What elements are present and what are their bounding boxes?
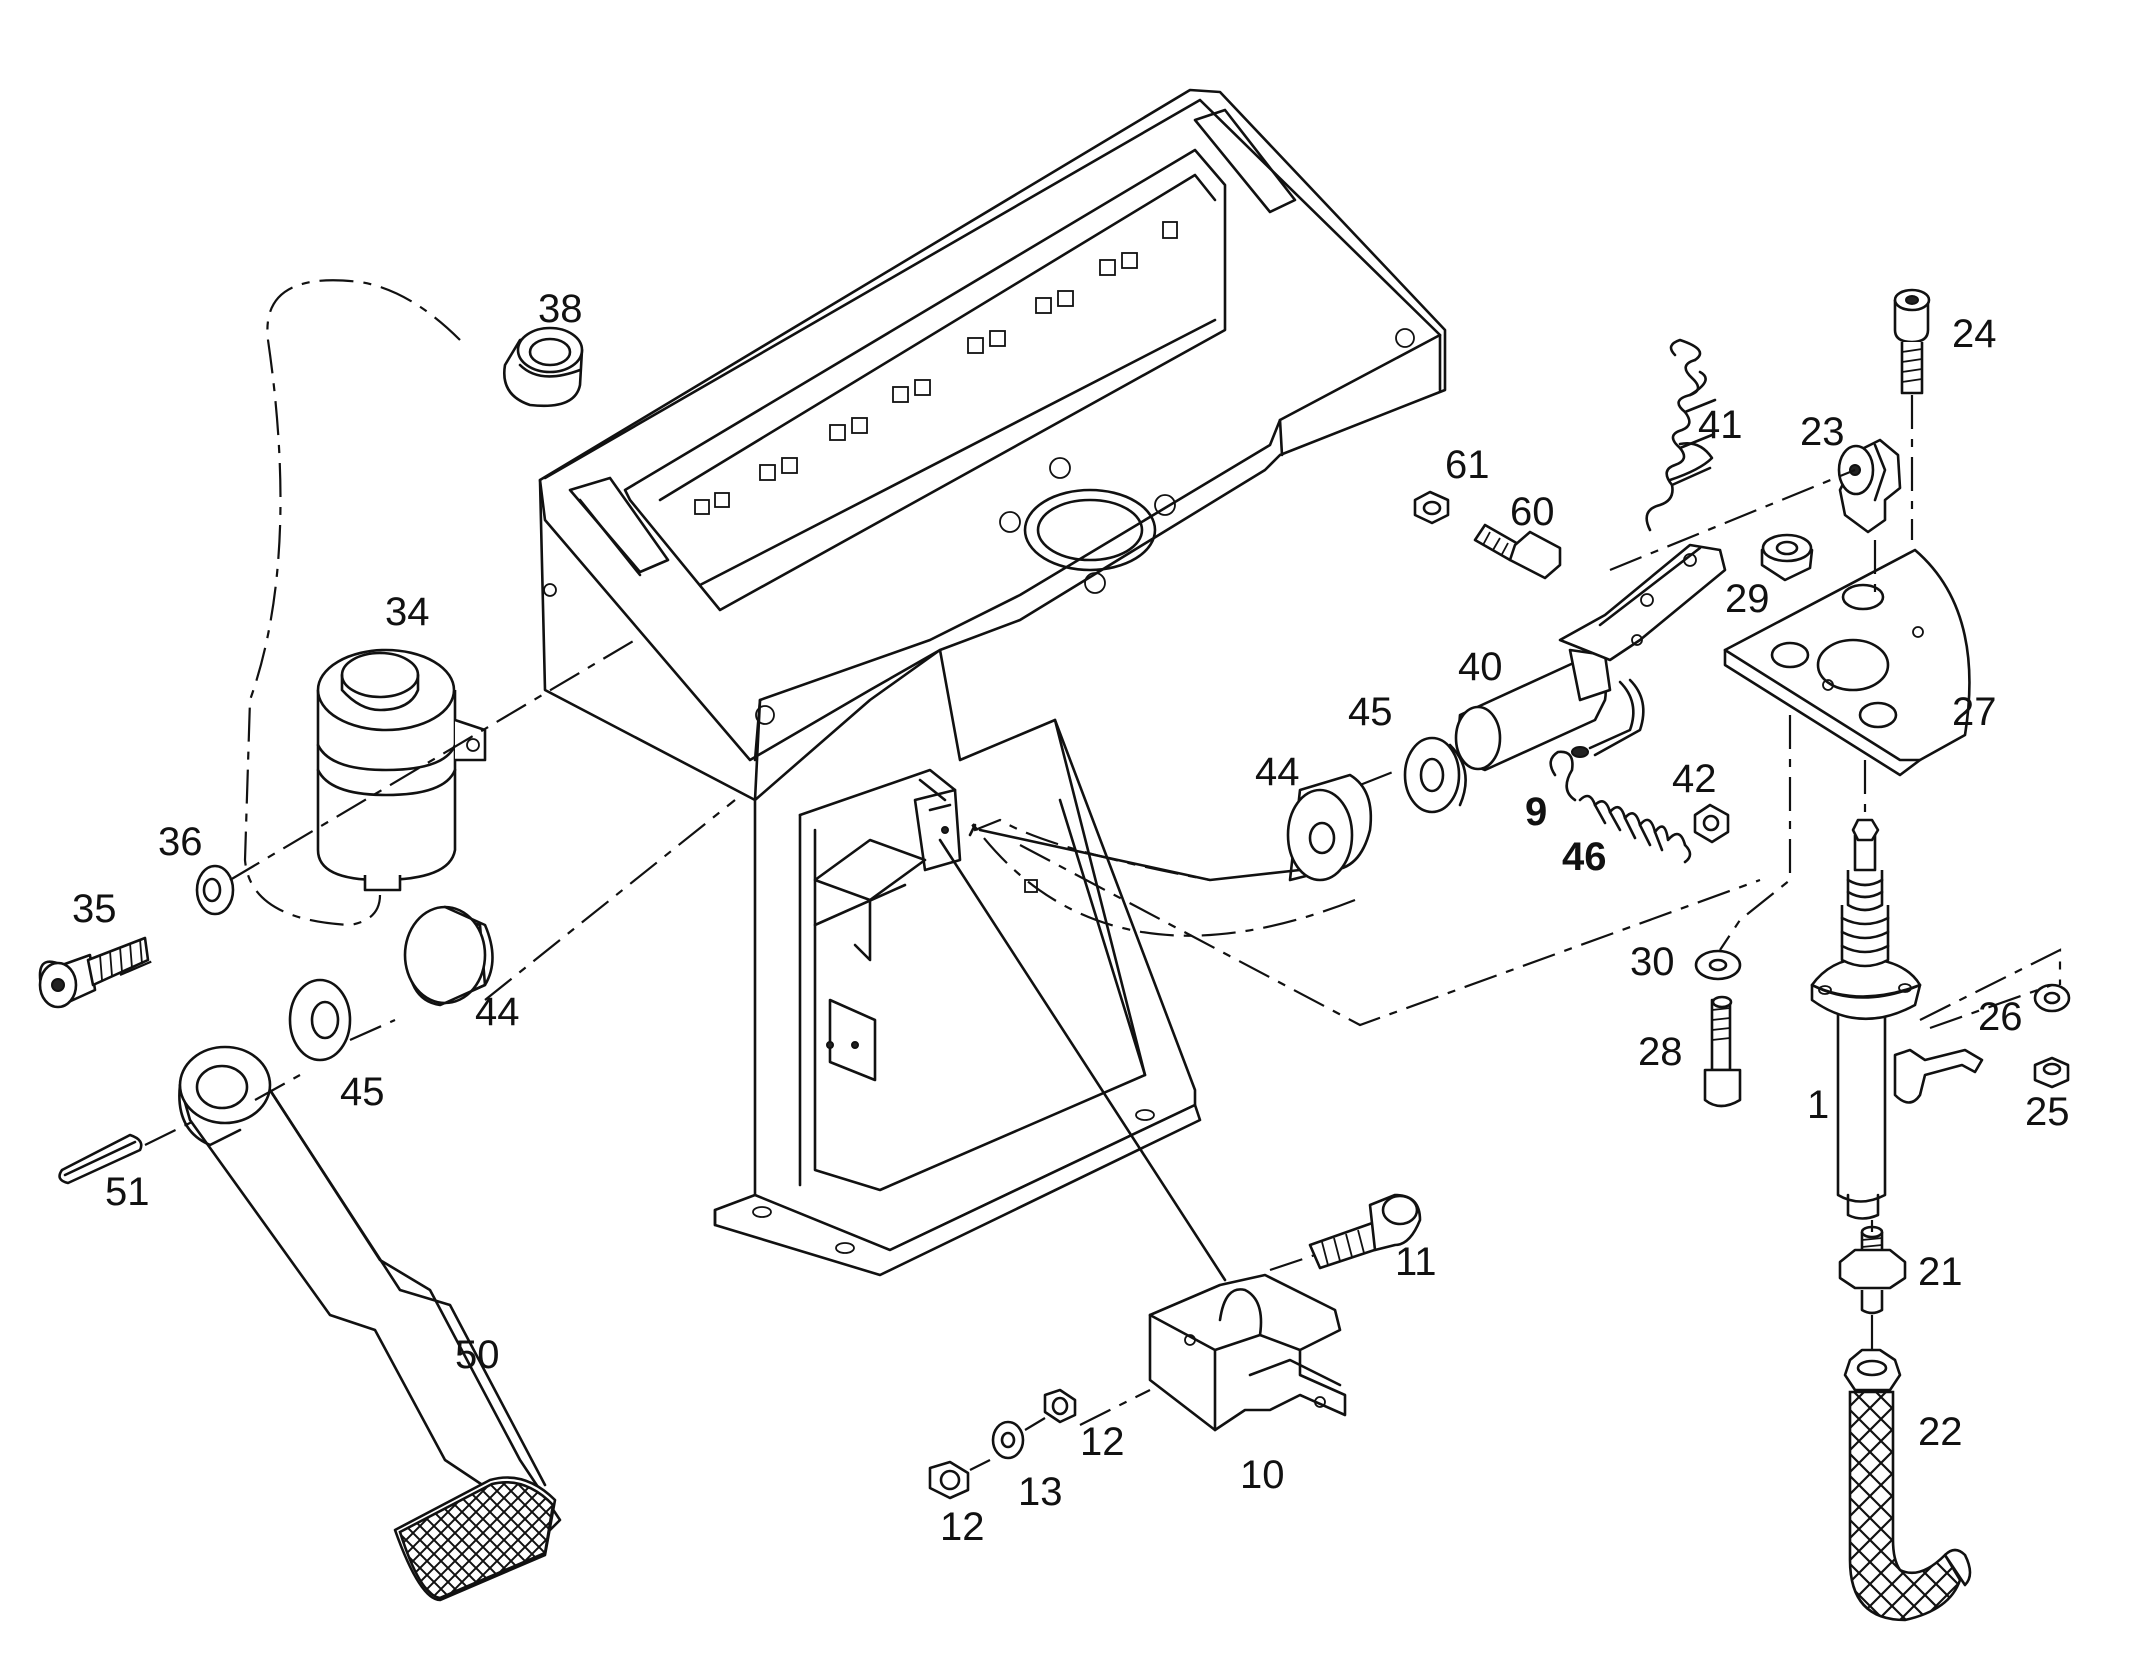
washer-45-right	[1403, 736, 1467, 814]
part-label-29: 29	[1725, 577, 1770, 621]
nut-42	[1693, 803, 1730, 844]
part-label-13: 13	[1018, 1470, 1063, 1514]
bolt-60	[1473, 523, 1562, 580]
fitting-21	[1838, 1225, 1907, 1315]
pedal-lever	[178, 1045, 562, 1602]
part-label-60: 60	[1510, 490, 1555, 534]
part-label-24: 24	[1952, 312, 1997, 356]
nut-29	[1760, 533, 1814, 582]
bolt-11	[1308, 1193, 1422, 1270]
part-label-9: 9	[1525, 790, 1547, 834]
bushing-44-left	[403, 905, 494, 1007]
part-label-61: 61	[1445, 443, 1490, 487]
hook-9	[1549, 750, 1577, 802]
part-label-34: 34	[385, 590, 430, 634]
pivot-bracket	[1148, 1273, 1347, 1432]
nut-12-left	[928, 1460, 970, 1500]
part-label-41: 41	[1698, 403, 1743, 447]
part-label-21: 21	[1918, 1250, 1963, 1294]
part-label-30: 30	[1630, 940, 1675, 984]
nut-25	[2033, 1056, 2070, 1089]
part-label-50: 50	[455, 1333, 500, 1377]
part-label-28: 28	[1638, 1030, 1683, 1074]
part-label-35: 35	[72, 887, 117, 931]
nut-12-right	[1043, 1388, 1077, 1424]
part-label-36: 36	[158, 820, 203, 864]
screw-35	[38, 936, 150, 1009]
part-label-25: 25	[2025, 1090, 2070, 1134]
bolt-28	[1703, 995, 1742, 1108]
spring-46	[1578, 794, 1692, 864]
part-label-44-right: 44	[1255, 750, 1300, 794]
fluid-reservoir	[316, 648, 487, 892]
washer-36	[195, 864, 235, 916]
part-label-11: 11	[1395, 1240, 1437, 1284]
spring-41	[1645, 338, 1717, 532]
pedal-box-housing	[538, 88, 1447, 1277]
mounting-plate-27	[1723, 548, 1971, 777]
part-label-40: 40	[1458, 645, 1503, 689]
part-label-38: 38	[538, 287, 583, 331]
part-label-1: 1	[1807, 1083, 1829, 1127]
part-label-45-right: 45	[1348, 690, 1393, 734]
part-label-45-left: 45	[340, 1070, 385, 1114]
hose-22	[1843, 1348, 1972, 1622]
part-label-42: 42	[1672, 757, 1717, 801]
screw-24	[1893, 288, 1931, 395]
pushrod-lever	[1454, 543, 1727, 772]
solid-leader-lines	[918, 778, 1302, 1282]
part-label-12-right: 12	[1080, 1420, 1125, 1464]
part-label-44-left: 44	[475, 990, 520, 1034]
part-label-27: 27	[1952, 690, 1997, 734]
washer-45-left	[288, 978, 352, 1062]
part-label-23: 23	[1800, 410, 1845, 454]
washer-26	[2033, 983, 2071, 1013]
nut-61	[1413, 490, 1450, 525]
part-label-46: 46	[1562, 835, 1607, 879]
washer-13	[991, 1420, 1025, 1460]
part-label-51: 51	[105, 1170, 150, 1214]
part-label-12-left: 12	[940, 1505, 985, 1549]
cap-38	[502, 326, 584, 408]
bushing-44-right	[1286, 773, 1373, 882]
part-label-26: 26	[1978, 995, 2023, 1039]
master-cylinder	[1810, 818, 1984, 1220]
part-label-10: 10	[1240, 1453, 1285, 1497]
washer-30	[1694, 949, 1742, 981]
part-label-22: 22	[1918, 1410, 1963, 1454]
clevis-23	[1837, 438, 1902, 534]
part-labels: 1 9 10 11 12 12 13 21 22 23 24 25 26 27 …	[72, 287, 2070, 1549]
pin-51	[58, 1133, 143, 1185]
